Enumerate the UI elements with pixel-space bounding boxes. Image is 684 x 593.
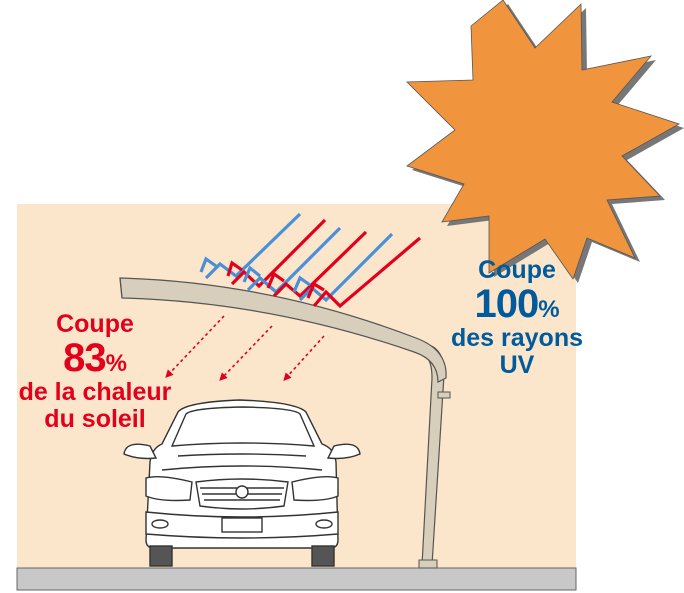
uv-value: 100 — [474, 282, 539, 327]
uv-label-line3: des rayons — [450, 324, 583, 353]
heat-label-line1: Coupe — [56, 310, 134, 338]
heat-unit: % — [105, 350, 127, 378]
ground — [16, 567, 577, 591]
heat-cut-label: Coupe 83% de la chaleur du soleil — [0, 311, 190, 432]
car-icon — [123, 399, 361, 567]
uv-unit: % — [538, 296, 560, 324]
uv-cut-label: Coupe 100% des rayons UV — [442, 257, 592, 378]
uv-label-line1: Coupe — [478, 256, 556, 284]
heat-label-line3: de la chaleur — [18, 378, 172, 407]
uv-label-line4: UV — [499, 350, 535, 379]
heat-label-line4: du soleil — [44, 404, 146, 433]
transmitted-ray-arrows — [165, 315, 325, 381]
sun-icon — [406, 0, 684, 283]
heat-value: 83 — [63, 336, 106, 381]
reflected-ray-arrows — [199, 212, 422, 309]
